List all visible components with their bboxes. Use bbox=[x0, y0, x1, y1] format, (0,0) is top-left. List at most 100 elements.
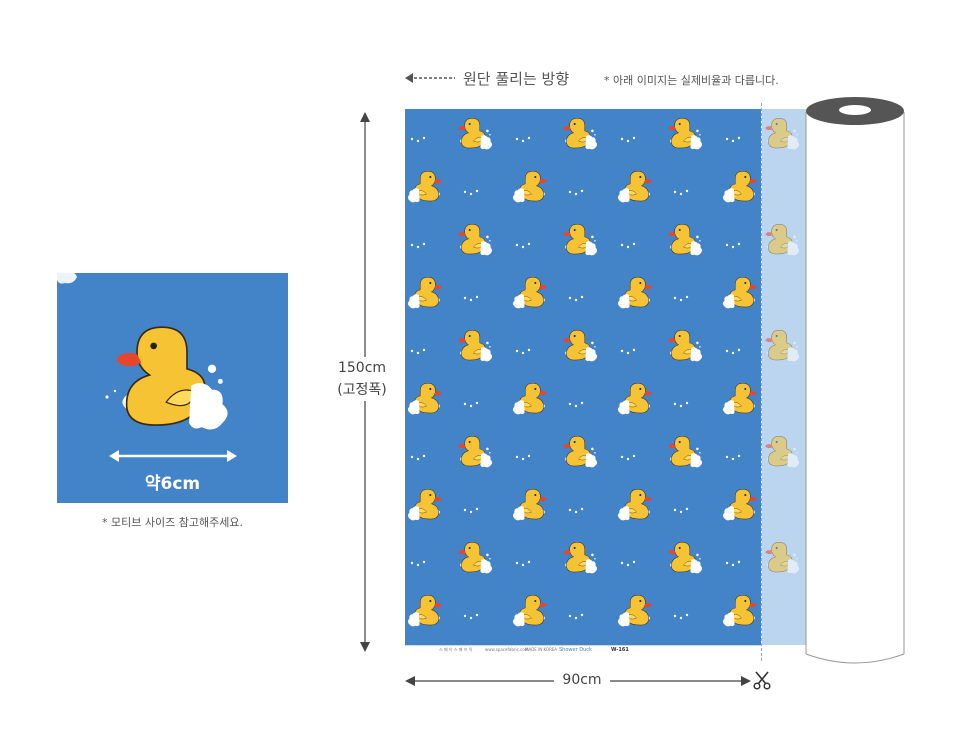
pattern-bubble bbox=[422, 136, 426, 140]
selvage-made: MADE IN KOREA bbox=[525, 647, 558, 652]
pattern-duck bbox=[667, 435, 703, 468]
pattern-duck bbox=[667, 329, 703, 362]
pattern-duck bbox=[617, 170, 653, 203]
selvage-site: www.spacefabric.com bbox=[485, 647, 529, 652]
pattern-bubble bbox=[632, 136, 636, 140]
pattern-duck bbox=[457, 223, 493, 256]
pattern-bubble bbox=[416, 351, 420, 355]
pattern-bubble bbox=[737, 348, 741, 352]
cut-line bbox=[761, 103, 763, 661]
pattern-bubble bbox=[568, 508, 572, 512]
pattern-bubble bbox=[685, 613, 689, 617]
pattern-duck bbox=[617, 276, 653, 309]
pattern-bubble bbox=[725, 349, 729, 353]
pattern-bubble bbox=[737, 242, 741, 246]
motif-duck-illustration bbox=[57, 273, 237, 462]
pattern-bubble bbox=[475, 613, 479, 617]
pattern-bubble bbox=[673, 614, 677, 618]
pattern-duck bbox=[512, 488, 548, 521]
pattern-bubble bbox=[521, 563, 525, 567]
pattern-bubble bbox=[527, 560, 531, 564]
pattern-duck bbox=[722, 276, 758, 309]
pattern-duck bbox=[764, 435, 800, 468]
pattern-bubble bbox=[626, 457, 630, 461]
pattern-bubble bbox=[475, 401, 479, 405]
selvage-brand: 스 페 이 스 패 브 릭 bbox=[439, 647, 473, 652]
pattern-bubble bbox=[737, 136, 741, 140]
pattern-bubble bbox=[620, 561, 624, 565]
pattern-bubble bbox=[580, 613, 584, 617]
pattern-bubble bbox=[568, 614, 572, 618]
pattern-bubble bbox=[685, 401, 689, 405]
pattern-bubble bbox=[673, 402, 677, 406]
pattern-bubble bbox=[679, 298, 683, 302]
pattern-bubble bbox=[568, 402, 572, 406]
pattern-duck bbox=[667, 117, 703, 150]
pattern-bubble bbox=[469, 404, 473, 408]
fabric-roll-icon bbox=[805, 97, 905, 664]
pattern-bubble bbox=[568, 296, 572, 300]
pattern-duck bbox=[407, 594, 443, 627]
pattern-duck bbox=[457, 541, 493, 574]
pattern-bubble bbox=[475, 295, 479, 299]
pattern-duck bbox=[722, 488, 758, 521]
pattern-bubble bbox=[410, 349, 414, 353]
pattern-bubble bbox=[527, 136, 531, 140]
pattern-bubble bbox=[515, 455, 519, 459]
pattern-bubble bbox=[515, 243, 519, 247]
pattern-bubble bbox=[463, 508, 467, 512]
pattern-bubble bbox=[422, 242, 426, 246]
pattern-bubble bbox=[422, 560, 426, 564]
pattern-duck bbox=[407, 488, 443, 521]
pattern-duck bbox=[764, 329, 800, 362]
pattern-duck bbox=[562, 223, 598, 256]
pattern-duck bbox=[722, 170, 758, 203]
pattern-bubble bbox=[731, 457, 735, 461]
pattern-bubble bbox=[574, 616, 578, 620]
pattern-duck bbox=[562, 541, 598, 574]
pattern-bubble bbox=[521, 245, 525, 249]
pattern-duck bbox=[512, 382, 548, 415]
motif-closeup: 약6cm bbox=[57, 273, 288, 503]
pattern-bubble bbox=[620, 243, 624, 247]
pattern-duck bbox=[722, 382, 758, 415]
pattern-duck bbox=[407, 276, 443, 309]
pattern-bubble bbox=[410, 137, 414, 141]
pattern-bubble bbox=[469, 298, 473, 302]
pattern-duck bbox=[617, 382, 653, 415]
pattern-duck bbox=[407, 170, 443, 203]
pattern-bubble bbox=[527, 348, 531, 352]
pattern-bubble bbox=[626, 139, 630, 143]
pattern-bubble bbox=[574, 192, 578, 196]
pattern-bubble bbox=[410, 561, 414, 565]
pattern-bubble bbox=[725, 561, 729, 565]
pattern-bubble bbox=[521, 351, 525, 355]
pattern-bubble bbox=[527, 454, 531, 458]
pattern-duck bbox=[457, 329, 493, 362]
pattern-bubble bbox=[469, 192, 473, 196]
pattern-bubble bbox=[527, 242, 531, 246]
pattern-duck bbox=[457, 435, 493, 468]
pattern-duck bbox=[667, 541, 703, 574]
pattern-bubble bbox=[632, 454, 636, 458]
pattern-bubble bbox=[626, 245, 630, 249]
pattern-bubble bbox=[679, 192, 683, 196]
pattern-bubble bbox=[463, 296, 467, 300]
pattern-duck bbox=[764, 541, 800, 574]
pattern-bubble bbox=[515, 349, 519, 353]
pattern-duck bbox=[722, 594, 758, 627]
pattern-bubble bbox=[416, 457, 420, 461]
pattern-duck bbox=[512, 170, 548, 203]
pattern-bubble bbox=[632, 348, 636, 352]
duck-pattern-repeat bbox=[407, 117, 758, 627]
pattern-duck bbox=[667, 223, 703, 256]
pattern-bubble bbox=[580, 295, 584, 299]
pattern-bubble bbox=[737, 560, 741, 564]
pattern-bubble bbox=[469, 616, 473, 620]
pattern-duck bbox=[617, 488, 653, 521]
pattern-bubble bbox=[731, 351, 735, 355]
pattern-duck bbox=[764, 223, 800, 256]
pattern-bubble bbox=[632, 560, 636, 564]
selvage-code: W-161 bbox=[611, 647, 629, 653]
pattern-bubble bbox=[463, 190, 467, 194]
